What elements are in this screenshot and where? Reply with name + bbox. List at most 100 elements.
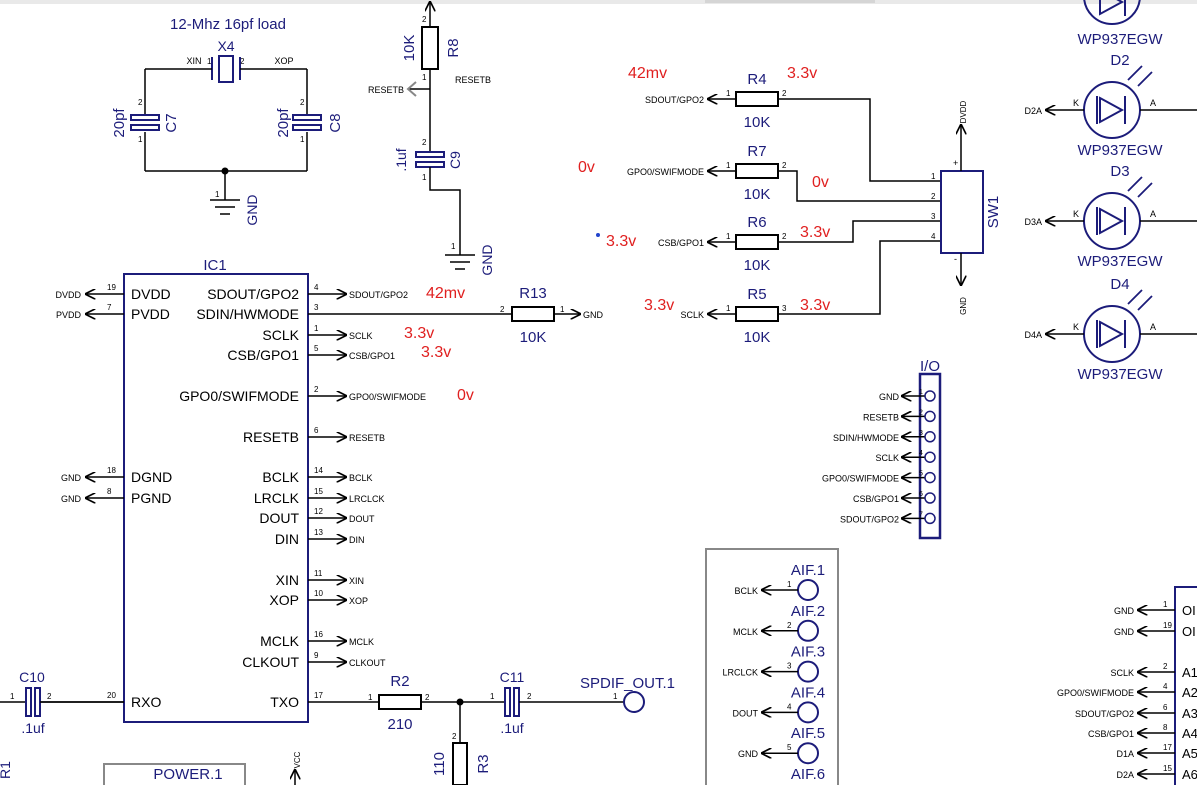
r3-ref: R3 bbox=[475, 754, 492, 773]
capacitor-c11 bbox=[504, 687, 511, 717]
svg-text:1: 1 bbox=[451, 242, 456, 251]
annotation-sdout-voltage: 42mv bbox=[426, 285, 465, 302]
ic1-pin-number: 5 bbox=[314, 344, 319, 353]
aif-label: AIF.3 bbox=[791, 644, 825, 661]
reset-network: 2 1 10K R8 RESETB RESETB 2 1 .1uf C9 1 G… bbox=[368, 2, 495, 276]
svg-text:4: 4 bbox=[931, 232, 936, 241]
svg-text:6: 6 bbox=[919, 491, 923, 498]
svg-text:1: 1 bbox=[919, 389, 923, 396]
ic1-pin-number: 19 bbox=[107, 283, 116, 292]
svg-text:1: 1 bbox=[726, 161, 731, 170]
svg-text:1: 1 bbox=[726, 304, 731, 313]
io-pin-circle bbox=[924, 431, 936, 443]
svg-text:1: 1 bbox=[726, 89, 731, 98]
switch-resistor-value: 10K bbox=[744, 114, 771, 131]
ic1-net-label: SCLK bbox=[349, 331, 373, 341]
ic1-pin-name: PVDD bbox=[131, 306, 170, 322]
led-net-label: D2A bbox=[1024, 106, 1042, 116]
svg-text:1: 1 bbox=[490, 692, 495, 701]
svg-text:-: - bbox=[954, 254, 957, 264]
ic1-pin-name: SCLK bbox=[262, 327, 299, 343]
ic1-pin-number: 20 bbox=[107, 691, 116, 700]
ic1-net-label: DVDD bbox=[55, 290, 81, 300]
annotation-left-voltage: 42mv bbox=[628, 65, 667, 82]
svg-text:2: 2 bbox=[500, 305, 505, 314]
aif-label: AIF.1 bbox=[791, 562, 825, 579]
scrollbar-thumb[interactable] bbox=[705, 0, 875, 3]
svg-text:2: 2 bbox=[138, 98, 143, 107]
svg-text:2: 2 bbox=[787, 621, 792, 630]
switch-resistor bbox=[735, 163, 779, 179]
spdif-out-label: SPDIF_OUT.1 bbox=[580, 675, 675, 692]
svg-text:1: 1 bbox=[787, 580, 792, 589]
ic1-net-label: BCLK bbox=[349, 473, 373, 483]
gnd-label-reset: GND bbox=[479, 244, 495, 275]
resistor-r13-group: R13 10K 2 1 GND bbox=[308, 285, 604, 346]
switch-resistor bbox=[735, 91, 779, 107]
right-ic-pin-name: A1 bbox=[1182, 665, 1197, 680]
ic1-net-label: GND bbox=[61, 494, 82, 504]
switch-resistor-net: GPO0/SWIFMODE bbox=[627, 167, 704, 177]
svg-text:7: 7 bbox=[919, 511, 923, 518]
io-net-label: RESETB bbox=[863, 412, 899, 422]
capacitor-c7: 2 1 20pf C7 bbox=[111, 98, 180, 144]
ic1-pin-number: 6 bbox=[314, 426, 319, 435]
led-a-label: A bbox=[1150, 209, 1156, 219]
svg-text:17: 17 bbox=[1163, 743, 1172, 752]
right-ic-pin-name: OI bbox=[1182, 603, 1196, 618]
c10-ref: C10 bbox=[19, 669, 45, 685]
ic1-pin-name: RXO bbox=[131, 694, 161, 710]
svg-text:2: 2 bbox=[300, 98, 305, 107]
ic1-pin-number: 3 bbox=[314, 303, 319, 312]
io-pin-circle bbox=[924, 410, 936, 423]
crystal-section: 12-Mhz 16pf load X4 XIN XOP 1 2 2 1 bbox=[111, 16, 344, 226]
r1-ref: R1 bbox=[0, 761, 13, 779]
annotation-gpo0-voltage: 0v bbox=[457, 387, 474, 404]
aif-connector: AIF.1BCLK1AIF.2MCLK2AIF.3LRCLCK3AIF.4DOU… bbox=[705, 548, 839, 785]
right-ic-net-label: GND bbox=[1114, 627, 1135, 637]
svg-text:1: 1 bbox=[368, 693, 373, 702]
annotation-right-voltage: 0v bbox=[812, 174, 829, 191]
led-symbol bbox=[1083, 81, 1141, 139]
crystal-note: 12-Mhz 16pf load bbox=[170, 16, 286, 33]
r2-ref: R2 bbox=[390, 673, 409, 690]
right-ic-net-label: SDOUT/GPO2 bbox=[1075, 709, 1134, 719]
ic1-pin-name: RESETB bbox=[243, 429, 299, 445]
spdif-out-connector bbox=[623, 691, 645, 713]
ic1-pin-number: 10 bbox=[314, 589, 323, 598]
svg-text:1: 1 bbox=[560, 305, 565, 314]
ic1-pin-number: 13 bbox=[314, 528, 323, 537]
spdif-output-chain: C10 .1uf 1 2 R1 R2 210 1 2 2 110 R3 C11 … bbox=[0, 669, 675, 785]
ic1-ref: IC1 bbox=[203, 257, 226, 274]
sw1-body bbox=[940, 170, 984, 254]
gnd-symbol-reset bbox=[445, 254, 475, 270]
io-net-label: GPO0/SWIFMODE bbox=[822, 474, 899, 484]
led-net-label: D3A bbox=[1024, 217, 1042, 227]
ic1-pin-name: BCLK bbox=[262, 469, 299, 485]
io-pin-circle bbox=[924, 512, 936, 525]
ic1-pin-number: 11 bbox=[314, 569, 323, 578]
aif-label: AIF.2 bbox=[791, 603, 825, 620]
aif-net-label: DOUT bbox=[733, 708, 759, 718]
svg-text:1: 1 bbox=[613, 692, 618, 701]
ic1-net-label: LRCLCK bbox=[349, 494, 385, 504]
r3-value: 110 bbox=[431, 752, 448, 776]
switch-resistor bbox=[735, 234, 779, 250]
capacitor-c10 bbox=[25, 687, 32, 717]
svg-text:19: 19 bbox=[1163, 621, 1172, 630]
svg-text:4: 4 bbox=[1163, 682, 1168, 691]
io-pin-circle bbox=[924, 390, 936, 402]
led-ref: D4 bbox=[1110, 276, 1129, 293]
annotation-right-voltage: 3.3v bbox=[800, 297, 830, 314]
ic1-net-label: GPO0/SWIFMODE bbox=[349, 392, 426, 402]
window-top-strip bbox=[0, 0, 1197, 4]
ic1-net-label: XIN bbox=[349, 576, 364, 586]
led-a-label: A bbox=[1150, 98, 1156, 108]
right-ic-net-label: D1A bbox=[1116, 749, 1134, 759]
ic1-net-label: MCLK bbox=[349, 637, 374, 647]
led-a-label: A bbox=[1150, 322, 1156, 332]
